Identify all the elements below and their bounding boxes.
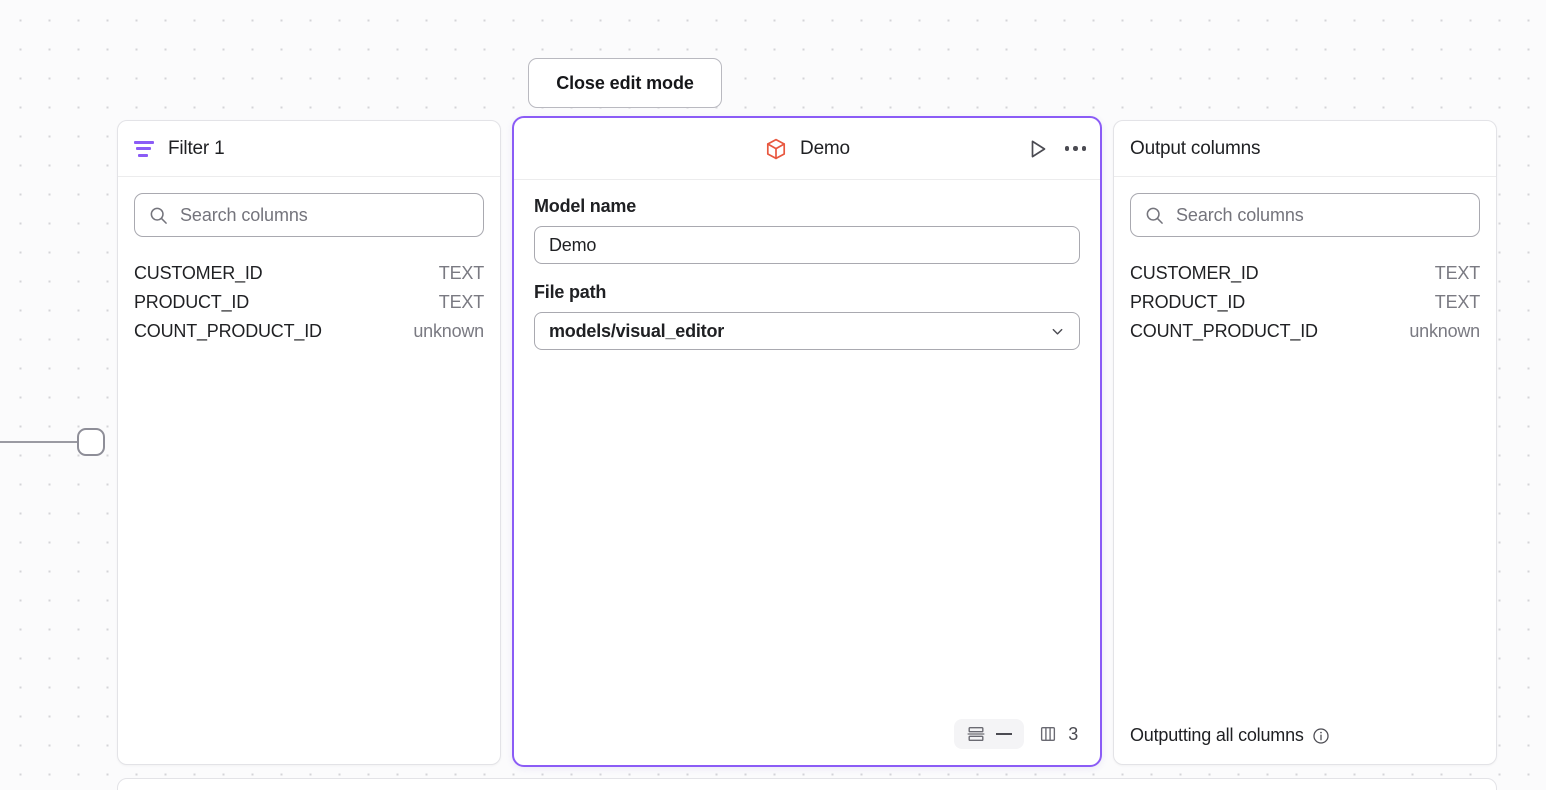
chevron-down-icon [1052, 328, 1063, 335]
output-columns-panel: Output columns CUSTOMER_ID TEXT PRODUCT_… [1113, 120, 1497, 765]
column-count-stat[interactable]: 3 [1038, 719, 1082, 749]
output-search-box[interactable] [1130, 193, 1480, 237]
model-name-input[interactable] [549, 234, 1065, 256]
columns-icon [1041, 726, 1056, 742]
filter-search-input[interactable] [180, 204, 469, 226]
list-item[interactable]: COUNT_PRODUCT_ID unknown [1130, 317, 1480, 346]
column-name: COUNT_PRODUCT_ID [134, 321, 322, 341]
output-search-input[interactable] [1176, 204, 1465, 226]
output-column-list: CUSTOMER_ID TEXT PRODUCT_ID TEXT COUNT_P… [1130, 259, 1480, 346]
model-panel-footer: 3 [514, 719, 1100, 765]
connector-line [0, 441, 80, 443]
file-path-label: File path [534, 282, 607, 302]
column-type: TEXT [1434, 263, 1480, 283]
column-name: COUNT_PRODUCT_ID [1130, 321, 1318, 341]
filter-panel-header: Filter 1 [118, 121, 500, 177]
outputting-all-columns-text: Outputting all columns [1130, 725, 1304, 745]
list-item[interactable]: PRODUCT_ID TEXT [134, 288, 484, 317]
model-panel-body: Model name File path models/visual_edito… [514, 180, 1100, 719]
info-icon[interactable] [1312, 727, 1330, 745]
model-name-label: Model name [534, 196, 637, 216]
cube-icon [764, 137, 788, 161]
column-type: TEXT [438, 292, 484, 312]
list-item[interactable]: CUSTOMER_ID TEXT [134, 259, 484, 288]
output-panel-title: Output columns [1130, 137, 1261, 159]
search-icon [1146, 207, 1163, 224]
column-count-value: 3 [1068, 723, 1078, 744]
file-path-value: models/visual_editor [549, 320, 725, 341]
filter-column-list: CUSTOMER_ID TEXT PRODUCT_ID TEXT COUNT_P… [134, 259, 484, 346]
file-path-select[interactable]: models/visual_editor [534, 312, 1080, 350]
column-type: TEXT [1434, 292, 1480, 312]
connector-handle[interactable] [77, 428, 105, 456]
search-icon [150, 207, 167, 224]
ellipsis-icon[interactable] [1064, 138, 1086, 160]
model-panel: Demo Model name File path models/visual_… [512, 116, 1102, 767]
edge-connector [0, 427, 105, 459]
column-name: CUSTOMER_ID [1130, 263, 1259, 283]
column-type: unknown [1409, 321, 1480, 341]
filter-panel: Filter 1 CUSTOMER_ID TEXT PRODUCT_ID TEX… [117, 120, 501, 765]
row-count-stat[interactable] [954, 719, 1025, 749]
filter-icon [134, 140, 154, 157]
column-name: PRODUCT_ID [1130, 292, 1246, 312]
model-panel-actions [1027, 138, 1086, 160]
play-icon[interactable] [1027, 138, 1049, 160]
column-type: TEXT [438, 263, 484, 283]
output-panel-header: Output columns [1114, 121, 1496, 177]
filter-panel-body: CUSTOMER_ID TEXT PRODUCT_ID TEXT COUNT_P… [118, 177, 500, 764]
close-edit-mode-button[interactable]: Close edit mode [528, 58, 722, 108]
list-item[interactable]: CUSTOMER_ID TEXT [1130, 259, 1480, 288]
output-panel-body: CUSTOMER_ID TEXT PRODUCT_ID TEXT COUNT_P… [1114, 177, 1496, 725]
list-item[interactable]: PRODUCT_ID TEXT [1130, 288, 1480, 317]
column-name: CUSTOMER_ID [134, 263, 263, 283]
model-panel-title: Demo [800, 137, 850, 159]
model-name-field[interactable] [534, 226, 1080, 264]
column-name: PRODUCT_ID [134, 292, 250, 312]
row-count-value [996, 733, 1013, 735]
list-item[interactable]: COUNT_PRODUCT_ID unknown [134, 317, 484, 346]
model-panel-header: Demo [514, 118, 1100, 180]
partial-panel-below [117, 778, 1497, 790]
filter-search-box[interactable] [134, 193, 484, 237]
output-panel-footer: Outputting all columns [1114, 725, 1496, 764]
rows-icon [967, 726, 985, 742]
column-type: unknown [413, 321, 484, 341]
filter-panel-title: Filter 1 [168, 137, 225, 159]
